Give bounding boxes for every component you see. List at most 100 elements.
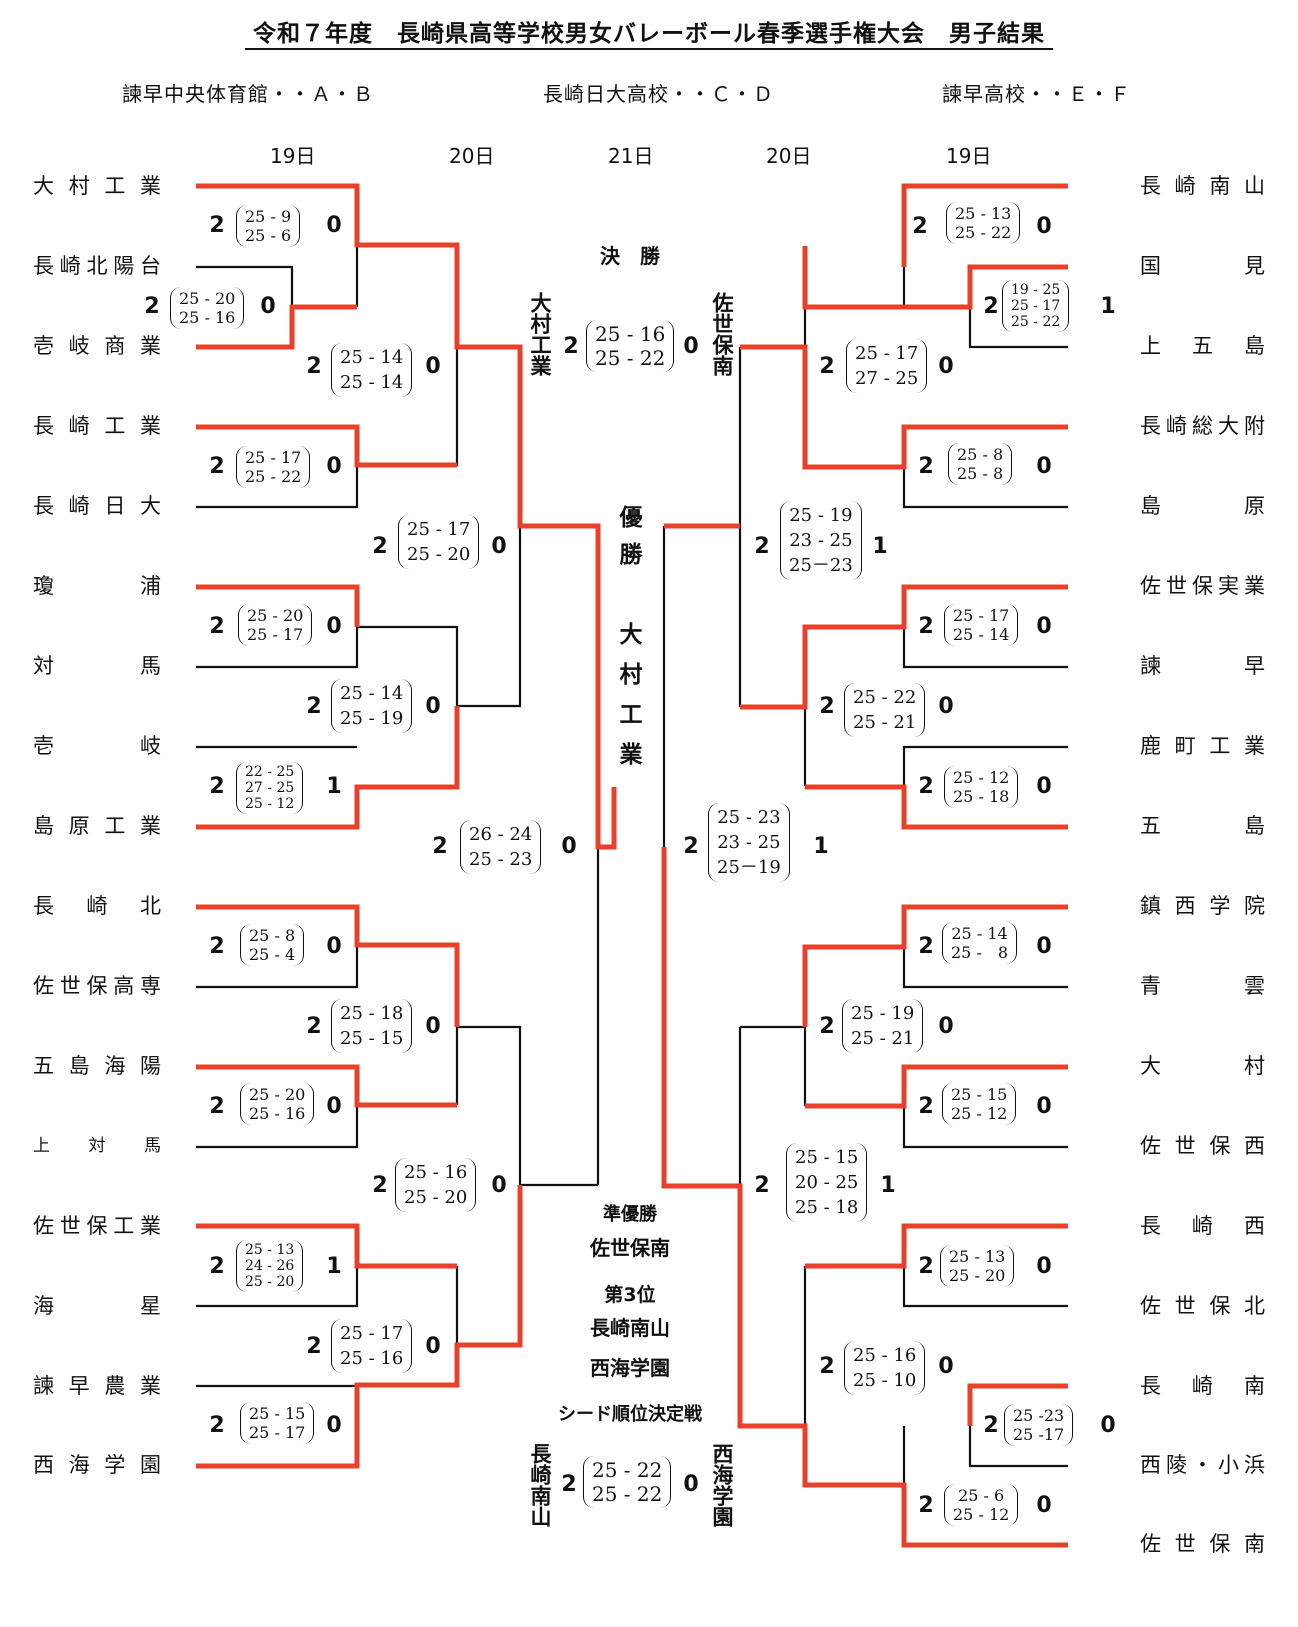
winner-sets: 2: [918, 454, 934, 479]
team-name: 西陵・小浜: [1140, 1453, 1265, 1477]
seed-right-team: 西海学園: [710, 1443, 734, 1527]
loser-sets: 0: [1100, 1413, 1116, 1438]
team-name: 島原: [1140, 494, 1265, 518]
loser-sets: 0: [1036, 454, 1052, 479]
team-name: 鎮西学院: [1140, 894, 1265, 918]
loser-sets: 0: [260, 294, 276, 319]
page-title: 令和７年度 長崎県高等学校男女バレーボール春季選手権大会 男子結果: [0, 14, 1298, 50]
winner-sets: 2: [754, 1173, 770, 1198]
team-name: 長崎南山: [1140, 174, 1265, 198]
team-name: 対馬: [33, 654, 161, 678]
loser-sets: 0: [326, 454, 342, 479]
seed-match-label: シード順位決定戦: [558, 1404, 702, 1425]
loser-sets: 0: [491, 534, 507, 559]
team-name: 西海学園: [33, 1453, 161, 1477]
team-name: 国見: [1140, 254, 1265, 278]
team-name: 佐世保実業: [1140, 574, 1265, 598]
winner-sets: 2: [209, 1094, 225, 1119]
venue-cd: 長崎日大高校・・Ｃ・Ｄ: [543, 82, 774, 106]
team-name: 青雲: [1140, 974, 1265, 998]
winner-sets: 2: [432, 834, 448, 859]
team-name: 鹿町工業: [1140, 734, 1265, 758]
loser-sets: 0: [326, 934, 342, 959]
team-name: 五島: [1140, 814, 1265, 838]
loser-sets: 0: [1036, 614, 1052, 639]
loser-sets: 0: [425, 1334, 441, 1359]
team-name: 長崎西: [1140, 1214, 1265, 1238]
team-name: 佐世保西: [1140, 1134, 1265, 1158]
winner-sets: 2: [144, 294, 160, 319]
loser-sets: 0: [326, 614, 342, 639]
finalist-left: 大村工業: [528, 292, 552, 376]
winner-sets: 2: [819, 1354, 835, 1379]
team-name: 壱岐: [33, 734, 161, 758]
winner-sets: 2: [561, 1472, 577, 1497]
team-name: 瓊浦: [33, 574, 161, 598]
loser-sets: 0: [938, 694, 954, 719]
finalist-right: 佐世保南: [710, 292, 734, 376]
team-name: 島原工業: [33, 814, 161, 838]
winner-sets: 2: [306, 1014, 322, 1039]
loser-sets: 0: [491, 1173, 507, 1198]
team-name: 長崎日大: [33, 494, 161, 518]
day-label: 20日: [449, 144, 495, 168]
team-name: 長崎南: [1140, 1374, 1265, 1398]
runner-up-label: 準優勝: [603, 1204, 657, 1225]
third-team: 長崎南山: [590, 1316, 670, 1340]
winner-sets: 2: [912, 214, 928, 239]
day-label: 21日: [608, 144, 654, 168]
winner-sets: 2: [918, 1254, 934, 1279]
winner-sets: 2: [563, 334, 579, 359]
loser-sets: 1: [872, 534, 888, 559]
winner-sets: 2: [372, 1173, 388, 1198]
third-label: 第3位: [604, 1284, 656, 1306]
team-name: 海星: [33, 1294, 161, 1318]
winner-sets: 2: [819, 694, 835, 719]
team-name: 上対馬: [33, 1136, 161, 1156]
winner-sets: 2: [819, 354, 835, 379]
team-name: 佐世保北: [1140, 1294, 1265, 1318]
winner-sets: 2: [209, 454, 225, 479]
winner-sets: 2: [306, 694, 322, 719]
team-name: 上五島: [1140, 334, 1265, 358]
winner-sets: 2: [209, 213, 225, 238]
team-name: 佐世保工業: [33, 1214, 161, 1238]
winner-sets: 2: [983, 294, 999, 319]
loser-sets: 0: [1036, 1493, 1052, 1518]
team-name: 諫早農業: [33, 1374, 161, 1398]
loser-sets: 0: [425, 694, 441, 719]
loser-sets: 0: [1036, 934, 1052, 959]
winner-sets: 2: [683, 834, 699, 859]
third-team: 西海学園: [590, 1356, 670, 1380]
loser-sets: 0: [938, 354, 954, 379]
winner-sets: 2: [754, 534, 770, 559]
loser-sets: 1: [880, 1173, 896, 1198]
loser-sets: 0: [1036, 214, 1052, 239]
day-label: 19日: [946, 144, 992, 168]
winner-sets: 2: [918, 934, 934, 959]
loser-sets: 0: [1036, 1094, 1052, 1119]
venue-ef: 諫早高校・・Ｅ・Ｆ: [942, 82, 1131, 106]
winner-sets: 2: [918, 614, 934, 639]
team-name: 大村工業: [33, 174, 161, 198]
loser-sets: 0: [425, 1014, 441, 1039]
winner-sets: 2: [918, 1094, 934, 1119]
loser-sets: 1: [326, 774, 342, 799]
team-name: 長崎北: [33, 894, 161, 918]
